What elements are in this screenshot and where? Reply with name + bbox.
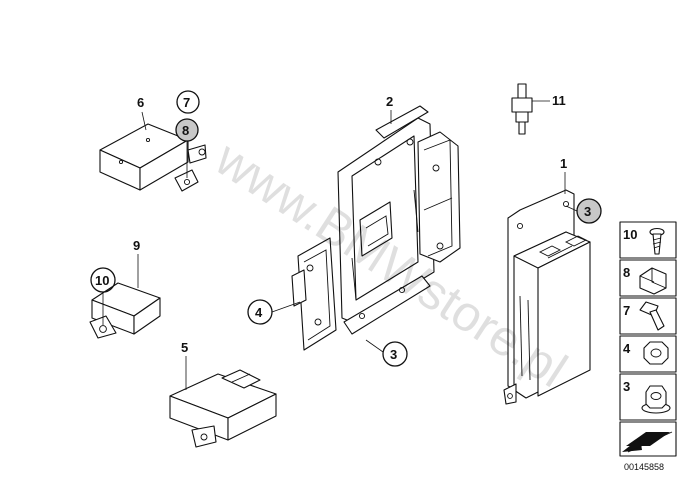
svg-text:4: 4	[255, 305, 263, 320]
legend-num-4: 4	[623, 341, 631, 356]
arrow-icon	[622, 431, 673, 453]
legend-num-8: 8	[623, 265, 630, 280]
legend-num-7: 7	[623, 303, 630, 318]
svg-text:8: 8	[182, 123, 189, 138]
part-11-sensor[interactable]	[511, 83, 533, 135]
part-5-module[interactable]	[169, 369, 277, 448]
diagram-id: 00145858	[624, 462, 664, 472]
part-1-control-unit[interactable]	[503, 189, 591, 405]
legend-num-3: 3	[623, 379, 630, 394]
svg-text:3: 3	[584, 204, 591, 219]
part-2-bracket[interactable]	[291, 105, 461, 351]
callout-5: 5	[181, 340, 188, 355]
legend-num-10: 10	[623, 227, 637, 242]
bolt-icon	[639, 301, 665, 331]
svg-text:10: 10	[95, 273, 109, 288]
callout-2: 2	[386, 94, 393, 109]
screw-icon	[649, 227, 665, 255]
part-9-module[interactable]	[89, 282, 161, 339]
hex-nut-icon	[643, 341, 669, 365]
clip-nut-icon	[639, 267, 667, 295]
flange-nut-icon	[641, 385, 671, 414]
callout-11: 11	[552, 93, 566, 108]
callout-8[interactable]: 8	[175, 118, 199, 142]
callout-1: 1	[560, 156, 567, 171]
callout-4[interactable]: 4	[247, 299, 273, 325]
part-6-module[interactable]	[99, 123, 207, 192]
callout-3-upper[interactable]: 3	[576, 198, 602, 224]
callout-3-lower[interactable]: 3	[382, 341, 408, 367]
svg-text:7: 7	[183, 95, 190, 110]
callout-7[interactable]: 7	[176, 90, 200, 114]
svg-text:3: 3	[390, 347, 397, 362]
fastener-legend: 10 8 7 4 3	[619, 221, 677, 457]
callout-9: 9	[133, 238, 140, 253]
callout-6: 6	[137, 95, 144, 110]
callout-10[interactable]: 10	[90, 267, 116, 293]
